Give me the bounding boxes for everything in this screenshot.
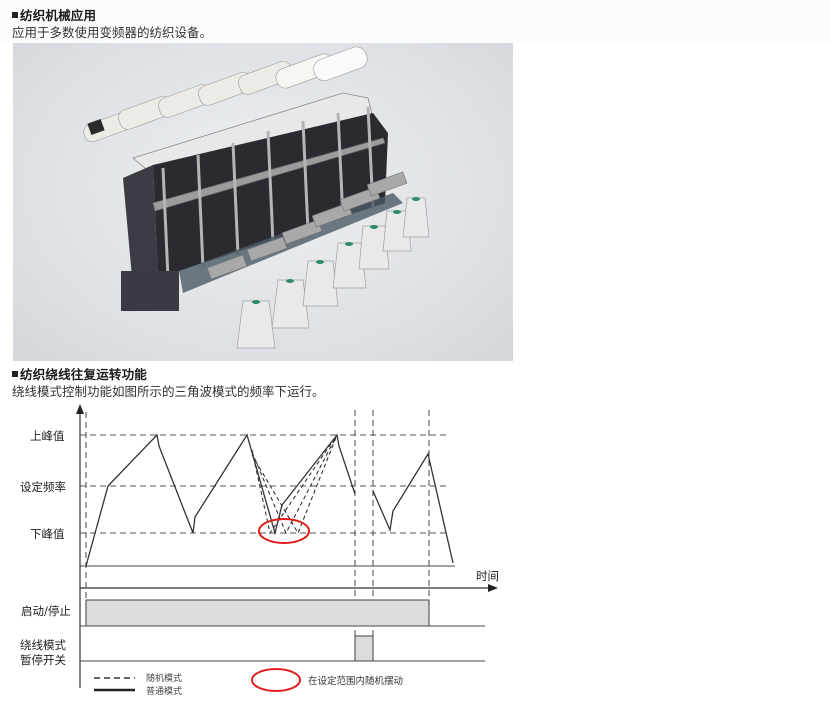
normal-mode-trace-resume (372, 452, 454, 564)
random-swing-annotation-icon (258, 518, 310, 544)
legend-random-mode: 随机模式 (146, 672, 182, 684)
label-upper-peak: 上峰值 (30, 429, 65, 443)
label-time-axis: 时间 (476, 569, 499, 583)
y-axis-arrow-icon (76, 404, 84, 414)
legend-normal-mode: 普通模式 (146, 685, 182, 697)
normal-mode-trace (85, 433, 356, 567)
pause-switch-signal-bar (354, 635, 374, 662)
top-band (0, 0, 830, 43)
random-mode-traces (251, 434, 338, 535)
label-winding-pause-2: 暂停开关 (20, 653, 66, 667)
bullet-icon (12, 371, 18, 377)
section-title-text: 纺织绕线往复运转功能 (20, 367, 148, 382)
bullet-icon (12, 12, 18, 18)
legend-random-swing: 在设定范围内随机摆动 (308, 675, 403, 687)
legend-red-ellipse-icon (251, 668, 301, 692)
textile-machine-image (13, 43, 513, 361)
label-winding-pause-1: 绕线模式 (20, 638, 66, 652)
section-description-textile-machinery: 应用于多数使用变频器的纺织设备。 (12, 25, 213, 40)
textile-machine-illustration-icon (83, 46, 430, 349)
label-lower-peak: 下峰值 (30, 527, 65, 541)
section-title-textile-machinery: 纺织机械应用 (12, 5, 96, 24)
label-start-stop: 启动/停止 (21, 604, 71, 618)
section-title-text: 纺织机械应用 (20, 8, 97, 23)
triangle-wave-chart-svg: 上峰值 设定频率 下峰值 时间 启动/停止 绕线模式 暂停开关 (20, 404, 499, 697)
winding-frequency-chart: 上峰值 设定频率 下峰值 时间 启动/停止 绕线模式 暂停开关 (0, 400, 520, 700)
section-title-winding: 纺织绕线往复运转功能 (12, 364, 147, 383)
time-axis-arrow-icon (488, 584, 498, 592)
section-description-winding: 绕线模式控制功能如图所示的三角波模式的频率下运行。 (12, 384, 325, 399)
label-set-frequency: 设定频率 (20, 480, 66, 494)
start-stop-signal-bar (85, 599, 430, 627)
